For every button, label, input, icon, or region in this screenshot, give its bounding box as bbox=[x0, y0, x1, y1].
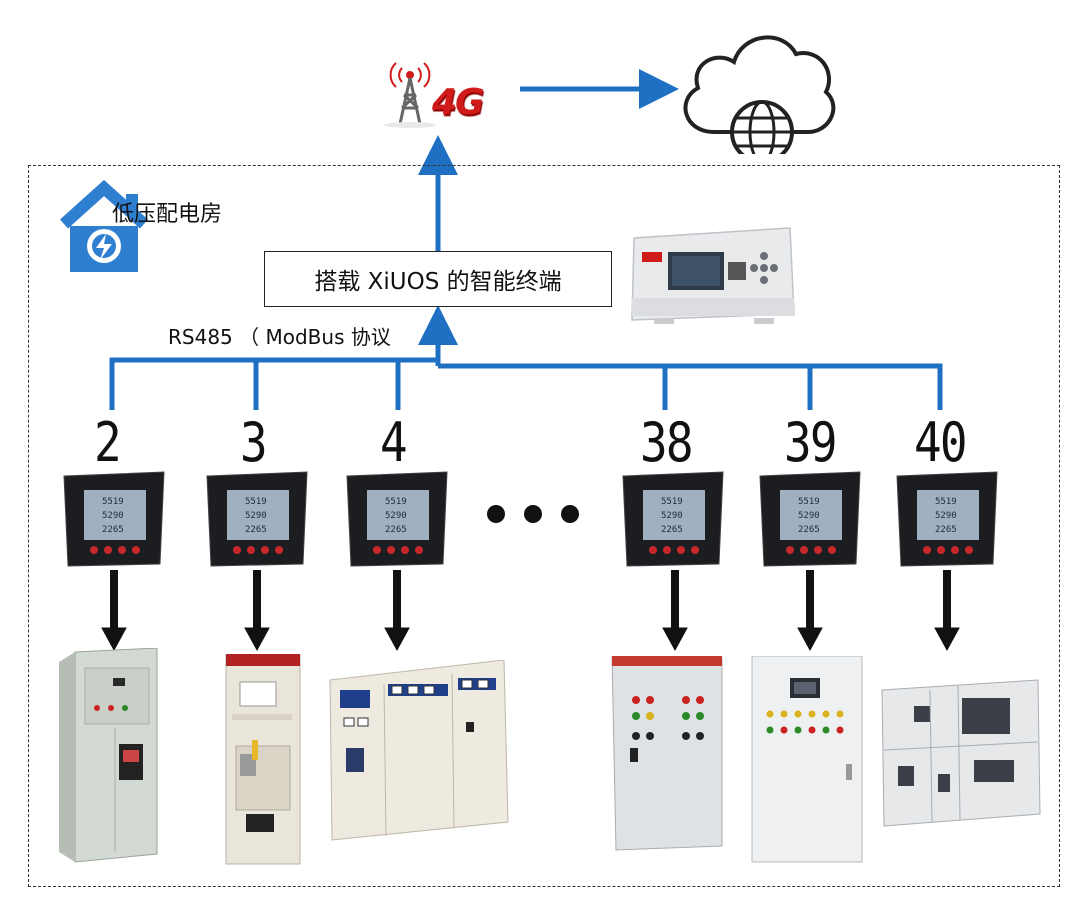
meter-address: 40 bbox=[914, 411, 968, 474]
meter-reading-1: 5519 bbox=[385, 497, 407, 507]
power-meter-icon: 5519 5290 2265 bbox=[63, 471, 165, 567]
smart-terminal-box: 搭载 XiUOS 的智能终端 bbox=[264, 251, 612, 307]
meter-reading-1: 5519 bbox=[798, 497, 820, 507]
meter-reading-1: 5519 bbox=[102, 497, 124, 507]
bus-right bbox=[438, 363, 943, 410]
meter-address: 39 bbox=[784, 411, 838, 474]
switchgear-cabinet-icon bbox=[329, 660, 509, 841]
meter-address: 3 bbox=[240, 411, 268, 474]
switchgear-cabinet-icon bbox=[881, 679, 1041, 827]
meter-address: 38 bbox=[640, 411, 694, 474]
power-meter: 5519 5290 2265 bbox=[62, 470, 166, 574]
switchgear-cabinet-icon bbox=[751, 656, 863, 863]
house-lightning-icon bbox=[59, 180, 149, 272]
bus-protocol-label: RS485 （ ModBus 协议 bbox=[168, 325, 391, 349]
room-label: 低压配电房 bbox=[112, 202, 223, 227]
power-meter: 5519 5290 2265 bbox=[345, 470, 449, 574]
meter-reading-3: 2265 bbox=[102, 525, 124, 535]
power-meter: 5519 5290 2265 bbox=[758, 470, 862, 574]
meter-to-cabinet-arrows bbox=[101, 570, 960, 652]
ellipsis-icon bbox=[487, 505, 598, 523]
meter-address: 2 bbox=[94, 411, 122, 474]
meter-reading-1: 5519 bbox=[661, 497, 683, 507]
meter-address: 4 bbox=[380, 411, 408, 474]
meter-reading-2: 5290 bbox=[798, 511, 820, 521]
meter-reading-3: 2265 bbox=[385, 525, 407, 535]
meter-reading-2: 5290 bbox=[385, 511, 407, 521]
meter-reading-2: 5290 bbox=[245, 511, 267, 521]
switchgear-cabinet-icon bbox=[59, 648, 158, 863]
cell-tower-icon bbox=[384, 62, 436, 128]
meter-reading-2: 5290 bbox=[661, 511, 683, 521]
meter-reading-3: 2265 bbox=[935, 525, 957, 535]
meter-reading-3: 2265 bbox=[798, 525, 820, 535]
power-meter-icon: 5519 5290 2265 bbox=[759, 471, 861, 567]
switchgear-cabinet-icon bbox=[225, 654, 301, 865]
4g-label: 4G bbox=[432, 82, 485, 123]
terminal-device-image bbox=[631, 227, 795, 324]
meter-reading-3: 2265 bbox=[661, 525, 683, 535]
meter-reading-3: 2265 bbox=[245, 525, 267, 535]
bus-left bbox=[109, 357, 438, 410]
meter-reading-1: 5519 bbox=[935, 497, 957, 507]
power-meter-icon: 5519 5290 2265 bbox=[206, 471, 308, 567]
switchgear-cabinet-icon bbox=[611, 656, 723, 851]
power-meter-icon: 5519 5290 2265 bbox=[896, 471, 998, 567]
meter-reading-2: 5290 bbox=[935, 511, 957, 521]
power-meter-icon: 5519 5290 2265 bbox=[346, 471, 448, 567]
power-meter: 5519 5290 2265 bbox=[621, 470, 725, 574]
terminal-label: 搭载 XiUOS 的智能终端 bbox=[314, 269, 562, 295]
distribution-room-boundary bbox=[28, 165, 1060, 887]
cloud-globe-icon bbox=[683, 35, 836, 154]
meter-reading-1: 5519 bbox=[245, 497, 267, 507]
meter-reading-2: 5290 bbox=[102, 511, 124, 521]
power-meter-icon: 5519 5290 2265 bbox=[622, 471, 724, 567]
power-meter: 5519 5290 2265 bbox=[205, 470, 309, 574]
power-meter: 5519 5290 2265 bbox=[895, 470, 999, 574]
